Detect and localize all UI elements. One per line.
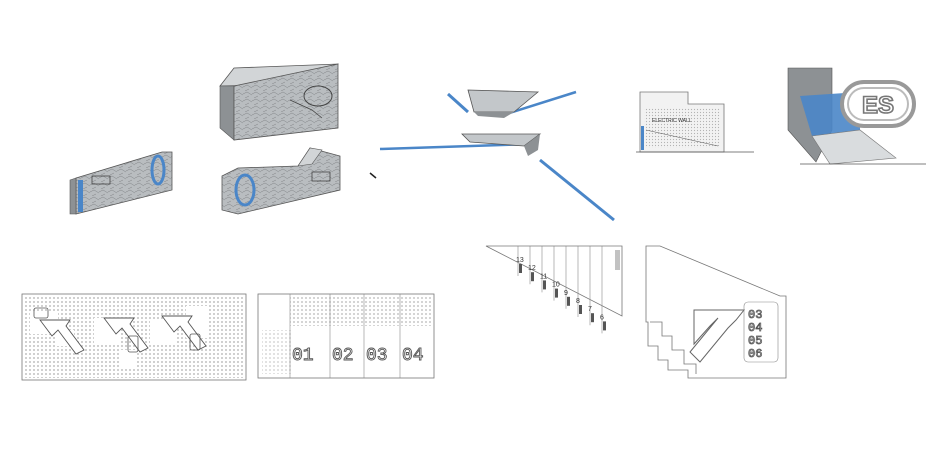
- stair-number-8: 8: [576, 298, 580, 305]
- arrow-number-05: 05: [748, 334, 762, 348]
- es-logo-render: ES: [787, 67, 926, 165]
- stair-number-13: 13: [516, 257, 524, 264]
- stair-number-10: 10: [552, 282, 560, 289]
- wall-model-lower: [221, 147, 341, 215]
- gate-number-03: 03: [366, 346, 388, 366]
- logo-text: ES: [862, 92, 894, 119]
- gate-number-01: 01: [292, 346, 314, 366]
- stair-number-7: 7: [588, 306, 592, 313]
- arrow-number-06: 06: [748, 347, 762, 361]
- exploded-planes: [379, 89, 615, 222]
- stair-marker: [531, 272, 534, 282]
- stair-marker: [603, 321, 606, 331]
- gate-number-04: 04: [402, 346, 424, 366]
- stair-marker: [555, 288, 558, 298]
- gate-number-02: 02: [332, 346, 354, 366]
- perforated-panel-arrows: [21, 293, 247, 381]
- stair-number-6: 6: [600, 314, 604, 321]
- stair-marker: [579, 305, 582, 314]
- elevation-heading: ELECTRIC WALL: [652, 118, 692, 124]
- stair-marker: [567, 296, 570, 306]
- box-model-upper: [219, 63, 339, 141]
- arrow-number-panel: 03 04 05 06: [645, 245, 787, 379]
- scale-tick: [369, 172, 377, 179]
- arrow-number-03: 03: [748, 308, 762, 322]
- electric-wall-elevation: ELECTRIC WALL: [636, 91, 754, 153]
- stair-number-panel: 13 12 11 10 9 8 7 6: [485, 245, 623, 334]
- stair-number-9: 9: [564, 290, 568, 297]
- stair-number-11: 11: [540, 273, 547, 280]
- stair-marker: [519, 264, 522, 273]
- gate-number-panel: 01 02 03 04: [257, 293, 435, 379]
- stair-number-12: 12: [528, 265, 536, 272]
- arrow-number-04: 04: [748, 321, 762, 335]
- stair-marker: [591, 313, 594, 323]
- wall-model-left: [69, 151, 173, 215]
- stair-marker: [543, 280, 546, 290]
